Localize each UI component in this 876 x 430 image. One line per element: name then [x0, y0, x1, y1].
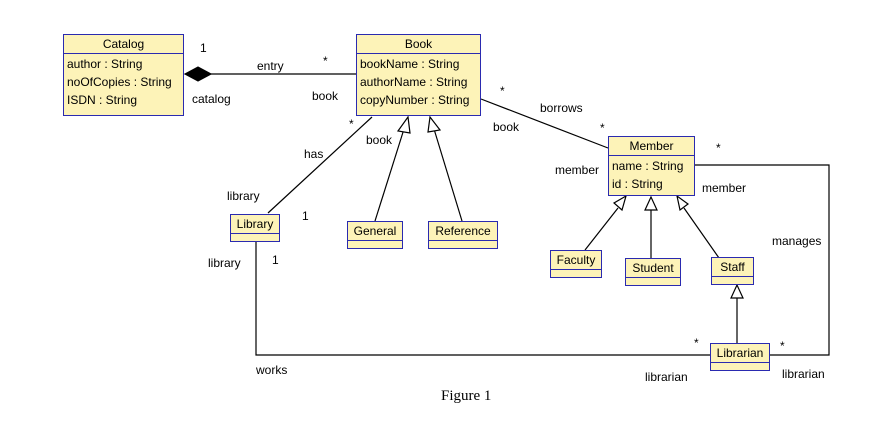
library-has-role-label: library: [227, 189, 260, 203]
works-association-name: works: [256, 363, 288, 377]
reference-generalization-arrowhead: [427, 115, 442, 133]
member-attribute-id: id : String: [612, 177, 663, 191]
general-generalization-arrowhead: [396, 115, 411, 134]
borrows-association-name: borrows: [540, 101, 583, 115]
book-class-name: Book: [357, 35, 480, 54]
library-works-multiplicity: 1: [272, 253, 279, 267]
library-class-name: Library: [231, 215, 279, 234]
staff-class-name: Staff: [712, 258, 753, 277]
library-has-multiplicity: 1: [302, 209, 309, 223]
library-class[interactable]: Library: [230, 214, 280, 242]
book-member-association-line: [480, 98, 609, 149]
member-attribute-name: name : String: [612, 159, 684, 173]
member-borrows-multiplicity: *: [600, 121, 605, 135]
librarian-works-multiplicity: *: [694, 336, 699, 350]
book-entry-role-label: book: [312, 89, 339, 103]
book-attribute-bookname: bookName : String: [360, 57, 460, 71]
composition-diamond: [183, 66, 213, 82]
student-generalization-arrowhead: [644, 195, 658, 211]
student-class[interactable]: Student: [625, 258, 681, 286]
general-class-name: General: [348, 222, 402, 241]
catalog-multiplicity: 1: [200, 41, 207, 55]
librarian-manages-multiplicity: *: [780, 339, 785, 353]
book-borrows-role-label: book: [493, 120, 520, 134]
catalog-class[interactable]: Catalog author : String noOfCopies : Str…: [63, 34, 184, 116]
catalog-attribute-author: author : String: [67, 57, 143, 71]
faculty-class-name: Faculty: [551, 251, 601, 270]
book-attribute-authorname: authorName : String: [360, 75, 468, 89]
book-borrows-multiplicity: *: [500, 84, 505, 98]
has-association-name: has: [304, 147, 324, 161]
library-book-association-line: [267, 116, 373, 214]
library-librarian-association-line: [255, 242, 710, 356]
faculty-member-generalization-line: [584, 207, 619, 251]
librarian-works-role-label: librarian: [645, 370, 688, 384]
book-class[interactable]: Book bookName : String authorName : Stri…: [356, 34, 481, 116]
book-has-multiplicity: *: [349, 117, 354, 131]
faculty-generalization-arrowhead: [612, 194, 627, 212]
staff-generalization-arrowhead: [676, 194, 690, 212]
general-book-generalization-line: [374, 128, 405, 222]
library-works-role-label: library: [208, 256, 241, 270]
faculty-class[interactable]: Faculty: [550, 250, 602, 278]
staff-class[interactable]: Staff: [711, 257, 754, 285]
member-manages-role-label: member: [702, 181, 747, 195]
book-entry-multiplicity: *: [323, 54, 328, 68]
staff-member-generalization-line: [683, 207, 720, 259]
reference-class-name: Reference: [429, 222, 497, 241]
librarian-generalization-arrowhead: [730, 283, 744, 299]
member-librarian-association-line: [695, 164, 830, 356]
librarian-manages-role-label: librarian: [782, 367, 825, 381]
entry-association-name: entry: [257, 59, 284, 73]
general-class[interactable]: General: [347, 221, 403, 249]
librarian-class[interactable]: Librarian: [710, 343, 770, 371]
book-attribute-copynumber: copyNumber : String: [360, 93, 470, 107]
member-manages-multiplicity: *: [716, 141, 721, 155]
member-borrows-role-label: member: [555, 163, 600, 177]
catalog-role-label: catalog: [192, 92, 231, 106]
reference-book-generalization-line: [433, 128, 463, 222]
catalog-class-name: Catalog: [64, 35, 183, 54]
student-class-name: Student: [626, 259, 680, 278]
member-class-name: Member: [609, 137, 694, 156]
reference-class[interactable]: Reference: [428, 221, 498, 249]
book-has-role-label: book: [366, 133, 393, 147]
manages-association-name: manages: [772, 234, 822, 248]
member-class[interactable]: Member name : String id : String: [608, 136, 695, 196]
figure-caption: Figure 1: [441, 388, 492, 404]
catalog-attribute-isdn: ISDN : String: [67, 93, 138, 107]
catalog-attribute-noofcopies: noOfCopies : String: [67, 75, 172, 89]
librarian-class-name: Librarian: [711, 344, 769, 363]
